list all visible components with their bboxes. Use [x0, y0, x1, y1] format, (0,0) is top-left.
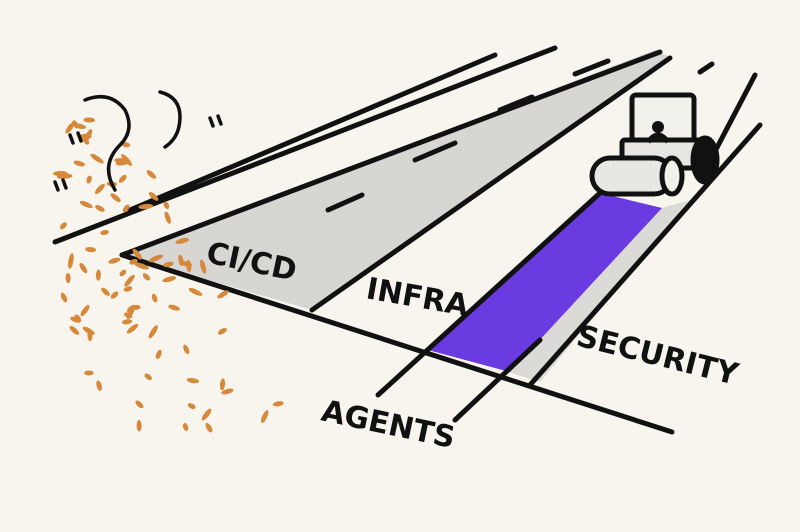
gravel-speck — [131, 304, 141, 310]
gravel-speck — [115, 160, 129, 166]
gravel-speck — [79, 200, 93, 209]
lane-line — [452, 337, 543, 423]
gravel-speck — [85, 247, 97, 253]
gravel-speck — [124, 312, 133, 319]
gravel-speck — [80, 305, 90, 317]
gravel-speck — [182, 423, 189, 431]
lane-dash — [697, 61, 715, 75]
gravel-speck — [121, 319, 133, 325]
gravel-speck — [122, 204, 130, 213]
gravel-speck — [188, 287, 203, 296]
gravel-speck — [218, 327, 227, 335]
gravel-speck — [118, 174, 127, 183]
gravel-speck — [86, 175, 92, 184]
gravel-speck — [68, 253, 74, 269]
gravel-speck — [134, 262, 149, 270]
gravel-speck — [175, 237, 190, 244]
gravel-speck — [110, 291, 119, 299]
gravel-speck — [90, 153, 104, 164]
gravel-speck — [272, 401, 284, 407]
gravel-speck — [148, 254, 164, 263]
road-edge-line — [52, 45, 558, 245]
gravel-speck — [187, 403, 196, 410]
gravel-speck — [219, 378, 226, 391]
road-edge-line — [127, 52, 498, 213]
gravel-speck — [126, 323, 139, 334]
gravel-speck — [132, 248, 142, 260]
gravel-speck — [221, 388, 234, 395]
gravel-speck — [136, 419, 142, 432]
road-edge-line — [119, 252, 675, 435]
gravel-speck — [260, 410, 269, 424]
gravel-speck — [100, 229, 109, 236]
gravel-speck — [168, 304, 180, 311]
lane-dash — [412, 140, 458, 163]
gravel-speck — [65, 122, 75, 134]
gravel-speck — [148, 325, 158, 339]
road-shoulder — [508, 200, 690, 382]
gravel-speck — [138, 203, 154, 210]
gravel-speck — [83, 117, 95, 123]
lane-line — [309, 55, 673, 313]
wind-squiggles — [53, 90, 223, 192]
label-security: SECURITY — [573, 319, 743, 393]
fresh-asphalt-strip — [428, 193, 662, 372]
gravel-speck — [52, 170, 68, 177]
gravel-speck — [217, 290, 229, 299]
gravel-speck — [82, 326, 95, 335]
gravel-speck — [183, 344, 190, 355]
gravel-speck — [123, 286, 133, 292]
road-edge-line — [119, 49, 663, 258]
gravel-speck — [162, 276, 177, 283]
gravel-speck — [151, 293, 158, 303]
gravel-icon — [52, 117, 284, 433]
gravel-speck — [79, 263, 88, 274]
gravel-speck — [180, 261, 193, 267]
gravel-speck — [65, 273, 71, 284]
gravel-speck — [84, 370, 94, 376]
gravel-speck — [79, 133, 90, 139]
gravel-speck — [200, 259, 207, 274]
gravel-speck — [108, 257, 121, 264]
gravel-speck — [74, 314, 82, 323]
gravel-speck — [146, 170, 157, 179]
gravel-speck — [101, 287, 110, 296]
gravel-speck — [72, 120, 79, 129]
gravel-speck — [148, 192, 159, 201]
steamroller-icon — [589, 92, 720, 197]
paved-road — [122, 50, 672, 310]
gravel-speck — [142, 273, 151, 281]
gravel-speck — [186, 377, 200, 384]
label-infra: INFRA — [364, 271, 472, 324]
gravel-speck — [163, 201, 170, 210]
gravel-speck — [163, 261, 174, 268]
gravel-speck — [164, 211, 171, 224]
lane-line — [375, 190, 603, 398]
lane-dash — [497, 94, 535, 113]
gravel-speck — [119, 269, 127, 277]
gravel-speck — [110, 193, 121, 203]
gravel-speck — [205, 422, 213, 433]
gravel-speck — [94, 183, 105, 195]
gravel-speck — [135, 400, 144, 409]
gravel-speck — [124, 274, 135, 287]
lane-line — [527, 122, 763, 388]
lane-dash — [572, 58, 611, 77]
gravel-speck — [95, 269, 101, 281]
gravel-speck — [144, 373, 152, 381]
gravel-speck — [95, 205, 105, 212]
gravel-speck — [73, 160, 85, 167]
gravel-speck — [201, 408, 212, 421]
gravel-speck — [60, 292, 68, 303]
label-agents: AGENTS — [318, 394, 458, 456]
gravel-speck — [60, 222, 67, 230]
gravel-speck — [155, 349, 162, 360]
lane-dash — [325, 192, 365, 213]
gravel-speck — [69, 325, 80, 335]
gravel-speck — [96, 380, 102, 391]
